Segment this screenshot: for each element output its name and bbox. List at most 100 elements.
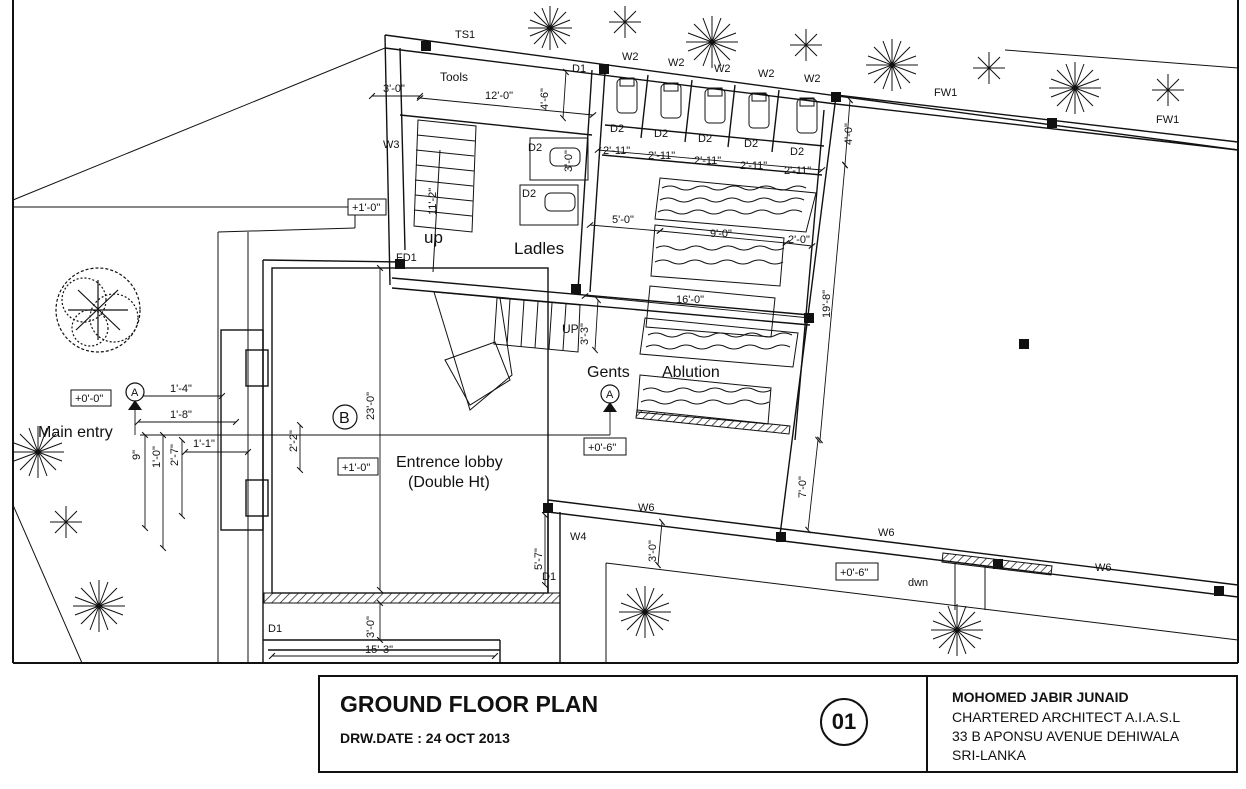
dim-3-0-bottom: 3'-0" — [365, 616, 377, 638]
sheet-number-circle — [820, 698, 868, 746]
dim-3-0-top: 3'-0" — [383, 83, 405, 95]
label-ts1: TS1 — [455, 29, 475, 41]
drawing-frame — [12, 0, 1239, 664]
dim-11-2: 11'-2" — [427, 188, 439, 215]
dim-2-11-c: 2'-11" — [694, 155, 721, 167]
dim-1-1: 1'-1" — [193, 438, 215, 450]
label-w2-4: W2 — [758, 68, 775, 80]
level-bottom: +0'-6" — [840, 567, 868, 579]
stair-label-up-small: UP — [562, 322, 579, 336]
dim-3-0-w6: 3'-0" — [647, 540, 659, 562]
section-a-left: A — [131, 387, 139, 399]
label-d2-e: D2 — [698, 133, 712, 145]
dim-2-0: 2'-0" — [788, 234, 810, 246]
dimension-labels: 3'-0" 12'-0" 4'-6" 11'-2" 3'-0" 2'-11" 2… — [131, 83, 855, 656]
label-w2-2: W2 — [668, 57, 685, 69]
dim-2-11-a: 2'-11" — [603, 145, 630, 157]
building-walls — [220, 34, 1239, 663]
architect-line-3: SRI-LANKA — [952, 747, 1026, 763]
room-label-lobby-line1: Entrence lobby — [396, 454, 503, 471]
room-label-gents: Gents — [587, 364, 630, 381]
label-w6-3: W6 — [1095, 562, 1112, 574]
hatched-walls — [263, 409, 1053, 610]
label-w6-1: W6 — [638, 502, 655, 514]
sheet-number: 01 — [831, 709, 857, 734]
dim-2-11-e: 2'-11" — [784, 165, 811, 177]
label-d1-bottom: D1 — [268, 623, 282, 635]
label-w2-3: W2 — [714, 63, 731, 75]
label-d2-g: D2 — [790, 146, 804, 158]
label-d2-d: D2 — [654, 128, 668, 140]
wc-fixtures — [519, 77, 818, 226]
dim-23-0: 23'-0" — [365, 392, 377, 420]
ablution-basins — [636, 177, 817, 425]
dim-19-8: 19'-8" — [821, 290, 833, 318]
dim-9: 9" — [131, 450, 143, 460]
dim-12-0: 12'-0" — [485, 90, 513, 102]
label-d2-f: D2 — [744, 138, 758, 150]
label-d1-lobby: D1 — [542, 571, 556, 583]
dim-4-6: 4'-6" — [539, 88, 551, 110]
opening-labels: TS1 D1 W2 W2 W2 W2 W2 FW1 FW1 W3 D2 D2 D… — [268, 29, 1179, 635]
section-marker-circles — [125, 382, 620, 430]
dim-16-0: 16'-0" — [676, 294, 704, 306]
room-label-tools: Tools — [440, 70, 468, 84]
dim-1-8: 1'-8" — [170, 409, 192, 421]
architect-name: MOHOMED JABIR JUNAID — [952, 689, 1129, 705]
dim-2-11-d: 2'-11" — [740, 160, 767, 172]
trees-and-plants — [12, 6, 1184, 656]
stair-label-up: up — [424, 228, 443, 247]
label-fd1: FD1 — [396, 252, 417, 264]
dim-5-0: 5'-0" — [612, 214, 634, 226]
dim-3-0-wc: 3'-0" — [563, 150, 575, 172]
drawing-title: GROUND FLOOR PLAN — [340, 691, 599, 717]
label-d2-c: D2 — [610, 123, 624, 135]
level-labels: +1'-0" +0'-0" +1'-0" +0'-6" +0'-6" — [75, 202, 868, 579]
dim-2-11-b: 2'-11" — [648, 150, 675, 162]
architect-line-1: CHARTERED ARCHITECT A.I.A.S.L — [952, 709, 1181, 725]
label-w2-5: W2 — [804, 73, 821, 85]
dim-7-0: 7'-0" — [797, 476, 809, 498]
section-marker-labels: A A B — [131, 387, 614, 427]
title-block: GROUND FLOOR PLAN DRW.DATE : 24 OCT 2013… — [318, 675, 1238, 773]
label-d2-a: D2 — [528, 142, 542, 154]
room-label-lobby-line2: (Double Ht) — [408, 474, 490, 491]
dim-2-7: 2'-7" — [169, 444, 181, 466]
dim-9-0: 9'-0" — [710, 228, 732, 240]
label-d2-b: D2 — [522, 188, 536, 200]
level-boxes — [70, 198, 879, 581]
level-top-left: +1'-0" — [352, 202, 380, 214]
architect-line-2: 33 B APONSU AVENUE DEHIWALA — [952, 728, 1180, 744]
room-label-ladles: Ladles — [514, 239, 564, 258]
section-b: B — [339, 410, 350, 427]
dim-15-3: 15'-3" — [365, 644, 393, 656]
label-w3: W3 — [383, 139, 400, 151]
level-lobby: +1'-0" — [342, 462, 370, 474]
label-dwn: dwn — [908, 577, 928, 589]
label-w2-1: W2 — [622, 51, 639, 63]
label-fw1-1: FW1 — [934, 87, 957, 99]
room-label-ablution: Ablution — [662, 364, 720, 381]
room-label-main-entry: Main entry — [38, 424, 113, 441]
drawing-date: DRW.DATE : 24 OCT 2013 — [340, 730, 510, 746]
label-d1-top: D1 — [572, 63, 586, 75]
site-boundary — [12, 47, 1239, 664]
title-block-divider-left — [926, 677, 928, 771]
dim-1-0: 1'-0" — [151, 446, 163, 468]
dim-1-4: 1'-4" — [170, 383, 192, 395]
label-fw1-2: FW1 — [1156, 114, 1179, 126]
label-w4: W4 — [570, 531, 587, 543]
level-entry: +0'-0" — [75, 393, 103, 405]
main-staircase — [413, 119, 581, 411]
label-w6-2: W6 — [878, 527, 895, 539]
dim-3-3: 3'-3" — [579, 323, 591, 345]
level-gents: +0'-6" — [588, 442, 616, 454]
dim-2-2: 2'-2" — [288, 430, 300, 452]
dim-4-0: 4'-0" — [843, 123, 855, 145]
section-arrows — [128, 400, 617, 412]
dim-5-7: 5'-7" — [533, 548, 545, 570]
room-labels: Tools Ladles up UP Gents Ablution Entren… — [38, 70, 928, 589]
section-a-right: A — [606, 389, 614, 401]
dimension-lines — [134, 68, 854, 660]
